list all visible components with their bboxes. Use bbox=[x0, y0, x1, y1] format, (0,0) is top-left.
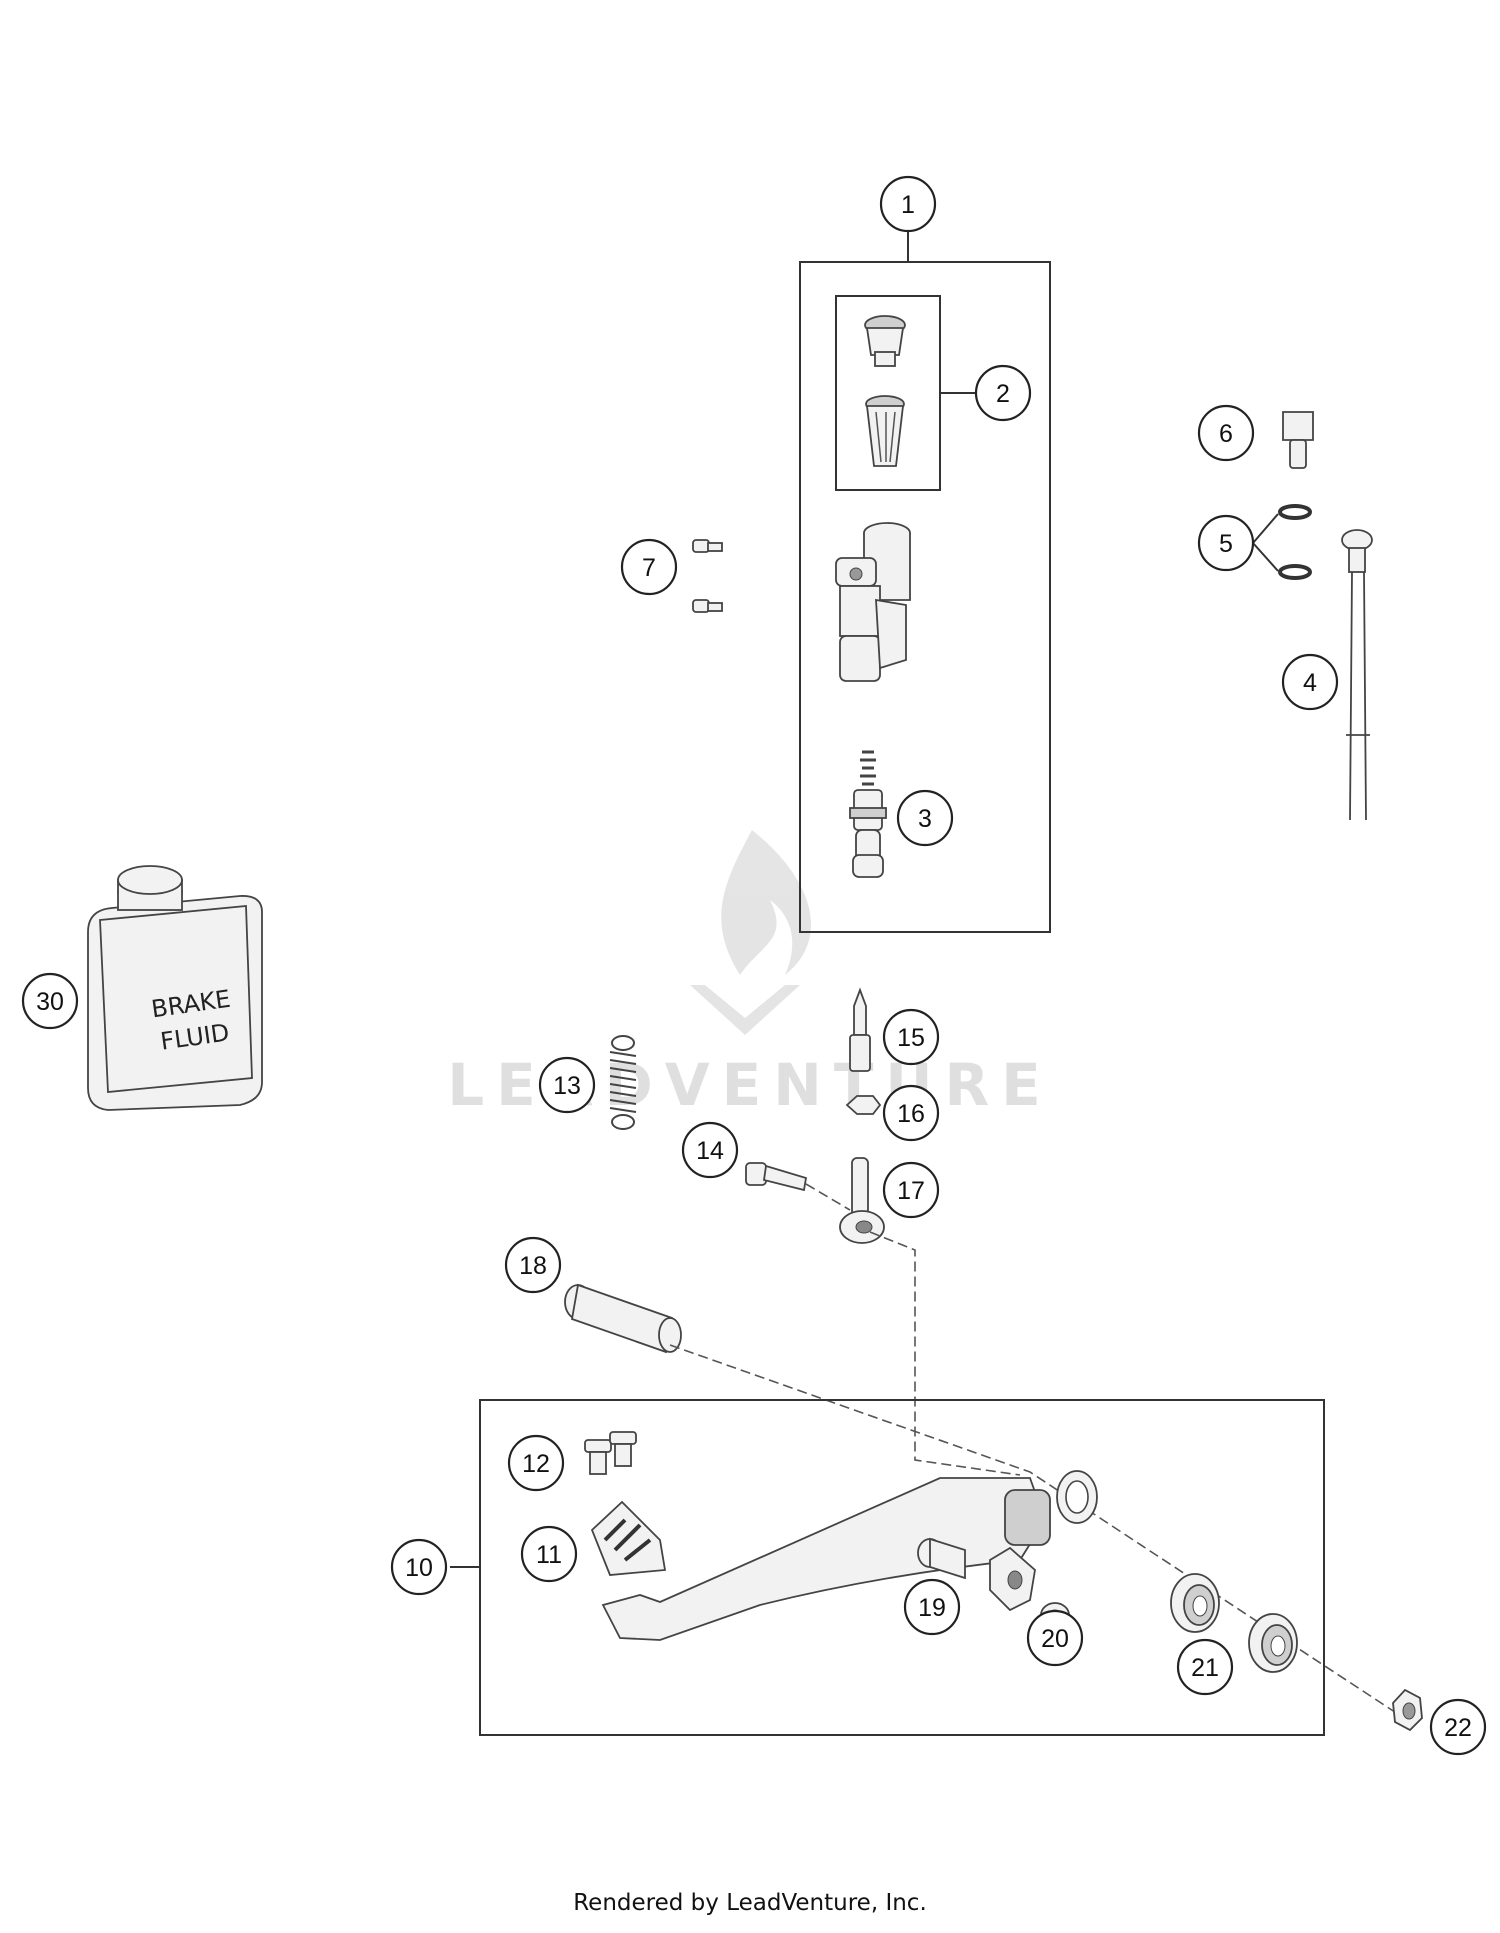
svg-text:20: 20 bbox=[1041, 1625, 1069, 1653]
callout-14: 14 bbox=[681, 1121, 739, 1179]
return-spring-part bbox=[609, 1035, 637, 1130]
callout-3: 3 bbox=[896, 789, 954, 847]
watermark-text: LEADVENTURE bbox=[447, 1051, 1053, 1119]
svg-text:22: 22 bbox=[1444, 1714, 1472, 1742]
brake-fluid-container: BRAKE FLUID bbox=[87, 865, 263, 1111]
callout-30: 30 bbox=[21, 972, 79, 1030]
svg-text:16: 16 bbox=[897, 1100, 925, 1128]
svg-text:30: 30 bbox=[36, 988, 64, 1016]
reservoir-cap-part bbox=[864, 315, 906, 367]
svg-text:21: 21 bbox=[1191, 1654, 1219, 1682]
svg-text:10: 10 bbox=[405, 1554, 433, 1582]
callout-6: 6 bbox=[1197, 404, 1255, 462]
footer-credit: Rendered by LeadVenture, Inc. bbox=[573, 1890, 927, 1916]
callout-17: 17 bbox=[882, 1161, 940, 1219]
svg-text:14: 14 bbox=[696, 1137, 724, 1165]
brake-line-part bbox=[1341, 529, 1373, 821]
svg-text:2: 2 bbox=[996, 380, 1010, 408]
callout-5: 5 bbox=[1197, 514, 1255, 572]
leader-5 bbox=[1252, 513, 1279, 572]
callout-18: 18 bbox=[504, 1236, 562, 1294]
svg-text:12: 12 bbox=[522, 1450, 550, 1478]
piston-part bbox=[849, 750, 887, 878]
svg-text:15: 15 bbox=[897, 1024, 925, 1052]
svg-text:17: 17 bbox=[897, 1177, 925, 1205]
screw-part-upper bbox=[692, 539, 723, 553]
svg-text:18: 18 bbox=[519, 1252, 547, 1280]
svg-text:11: 11 bbox=[536, 1541, 562, 1569]
callout-12: 12 bbox=[507, 1434, 565, 1492]
pushrod-end-part bbox=[849, 987, 871, 1072]
callout-11: 11 bbox=[520, 1525, 578, 1583]
screw-part-lower bbox=[692, 599, 723, 613]
callout-16: 16 bbox=[882, 1084, 940, 1142]
callout-13: 13 bbox=[538, 1056, 596, 1114]
clevis-pin-part bbox=[917, 1537, 966, 1580]
svg-text:6: 6 bbox=[1219, 420, 1233, 448]
seal-ring-lower bbox=[1278, 564, 1312, 580]
axis-line-17 bbox=[869, 1231, 1021, 1476]
svg-text:4: 4 bbox=[1303, 669, 1317, 697]
callout-4: 4 bbox=[1281, 653, 1339, 711]
leader-14-axis bbox=[805, 1183, 851, 1211]
seal-ring-upper bbox=[1278, 504, 1312, 520]
callout-10: 10 bbox=[390, 1538, 448, 1596]
callout-7: 7 bbox=[620, 538, 678, 596]
svg-text:19: 19 bbox=[918, 1594, 946, 1622]
callout-2: 2 bbox=[974, 364, 1032, 422]
clevis-bolt-part bbox=[745, 1162, 808, 1192]
callout-22: 22 bbox=[1429, 1698, 1487, 1756]
footrest-pins-part bbox=[584, 1431, 637, 1475]
watermark-v-icon bbox=[690, 985, 800, 1035]
bearing-part-left bbox=[1170, 1573, 1220, 1633]
callout-15: 15 bbox=[882, 1008, 940, 1066]
pedal-arm-part bbox=[989, 1546, 1036, 1612]
nut-part bbox=[845, 1095, 882, 1115]
kit-box-master-cylinder bbox=[799, 261, 1051, 933]
brake-pedal-lever-part bbox=[601, 1470, 1098, 1641]
svg-text:13: 13 bbox=[553, 1072, 581, 1100]
callout-1: 1 bbox=[879, 175, 937, 233]
pivot-sleeve-part bbox=[564, 1283, 682, 1354]
svg-text:1: 1 bbox=[901, 191, 915, 219]
callout-19: 19 bbox=[903, 1578, 961, 1636]
watermark: LEADVENTURE bbox=[447, 830, 1053, 1119]
banjo-bolt-part bbox=[1282, 411, 1314, 469]
pedal-step-part bbox=[590, 1500, 667, 1576]
reservoir-filter-part bbox=[865, 395, 905, 467]
callout-21: 21 bbox=[1176, 1638, 1234, 1696]
watermark-flame-icon bbox=[721, 830, 811, 975]
svg-text:7: 7 bbox=[642, 554, 656, 582]
flange-nut-part bbox=[1392, 1688, 1423, 1732]
svg-text:5: 5 bbox=[1219, 530, 1233, 558]
clevis-part bbox=[839, 1157, 885, 1244]
bearing-part-right bbox=[1248, 1613, 1298, 1673]
callout-20: 20 bbox=[1026, 1609, 1084, 1667]
master-cylinder-body-part bbox=[835, 522, 911, 682]
svg-text:3: 3 bbox=[918, 805, 932, 833]
